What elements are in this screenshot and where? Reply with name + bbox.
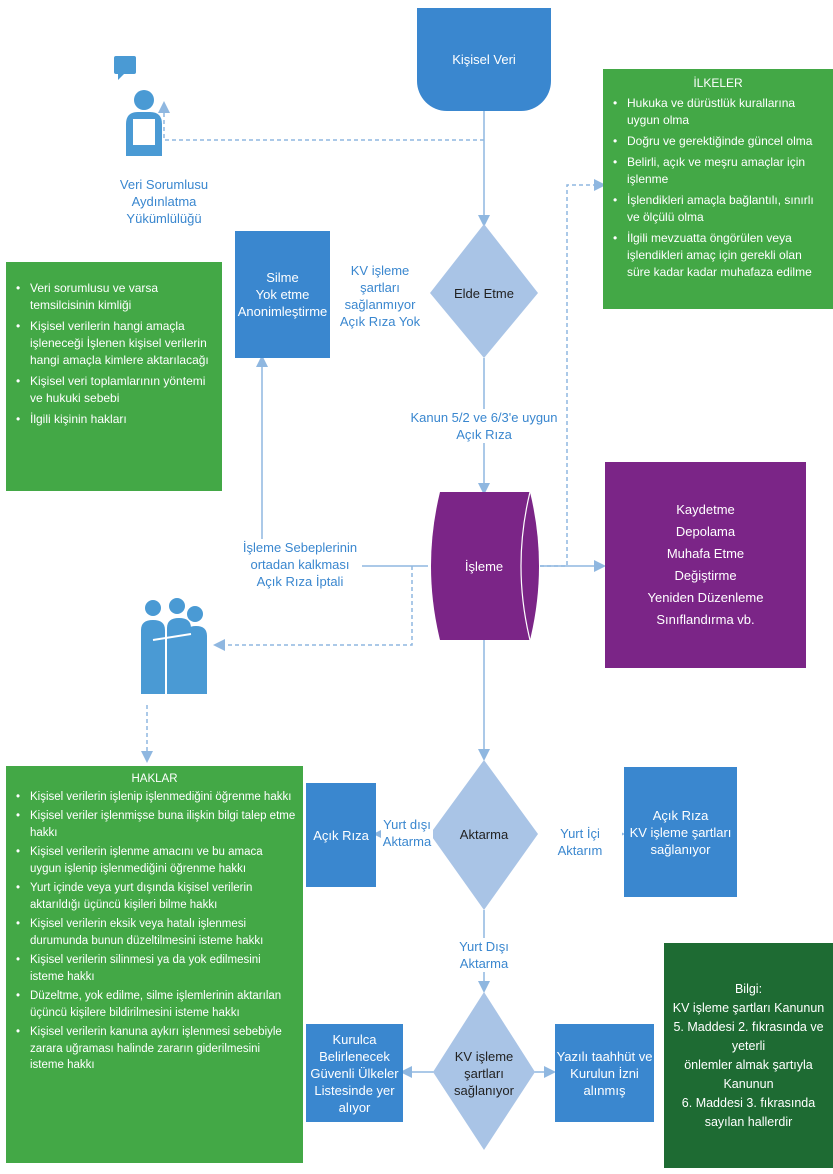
yurt-ici-label: Yurt İçi Aktarım	[538, 825, 622, 859]
haklar-panel: HAKLAR Kişisel verilerin işlenip işlenme…	[6, 766, 303, 1163]
acik-riza-right-box[interactable]: Açık Rıza KV işleme şartları sağlanıyor	[624, 767, 737, 897]
bilgi-box: Bilgi: KV işleme şartları Kanunun 5. Mad…	[664, 943, 833, 1168]
elde-etme-diamond	[430, 224, 538, 358]
list-item: Kişisel verilerin işlenip işlenmediğini …	[12, 789, 297, 806]
list-item: Kişisel verilerin silinmesi ya da yok ed…	[12, 952, 297, 985]
list-item: Kişisel veriler işlenmişse buna ilişkin …	[12, 808, 297, 841]
silme-box[interactable]: Silme Yok etme Anonimleştirme	[235, 231, 330, 358]
yazili-taahhut-box[interactable]: Yazılı taahhüt ve Kurulun İzni alınmış	[555, 1024, 654, 1122]
kurulca-box[interactable]: Kurulca Belirlenecek Güvenli Ülkeler Lis…	[306, 1024, 403, 1122]
acik-riza-left-box[interactable]: Açık Rıza	[306, 783, 376, 887]
list-item: İlgili mevzuatta öngörülen veya işlendik…	[609, 230, 827, 281]
aktarma-diamond	[430, 760, 538, 910]
list-item: İlgili kişinin hakları	[12, 411, 214, 428]
kv-not-met-label: KV işleme şartları sağlanmıyor Açık Rıza…	[330, 262, 430, 330]
isleme-label[interactable]: İşleme	[464, 558, 504, 574]
aydinlatma-panel: Veri sorumlusu ve varsa temsilcisinin ki…	[6, 262, 222, 491]
person-presenter-icon	[108, 48, 172, 160]
veri-sorumlusu-label: Veri Sorumlusu Aydınlatma Yükümlülüğü	[119, 177, 209, 226]
kisisel-veri-node[interactable]: Kişisel Veri	[417, 8, 551, 111]
aktarma-label[interactable]: Aktarma	[459, 826, 509, 842]
haklar-title: HAKLAR	[131, 773, 178, 785]
list-item: Veri sorumlusu ve varsa temsilcisinin ki…	[12, 280, 214, 314]
people-group-icon	[133, 594, 211, 704]
list-item: Doğru ve gerektiğinde güncel olma	[609, 133, 827, 150]
list-item: İşlendikleri amaçla bağlantılı, sınırlı …	[609, 192, 827, 226]
list-item: Kişisel verilerin hangi amaçla işleneceğ…	[12, 318, 214, 369]
list-item: Kişisel veri toplamlarının yöntemi ve hu…	[12, 373, 214, 407]
kanun-label: Kanun 5/2 ve 6/3'e uygun Açık Rıza	[404, 409, 564, 443]
yurt-disi-aktarma-label: Yurt Dışı Aktarma	[434, 938, 534, 972]
list-item: Belirli, açık ve meşru amaçlar için işle…	[609, 154, 827, 188]
list-item: Düzeltme, yok edilme, silme işlemlerinin…	[12, 988, 297, 1021]
kv-sartlari-diamond	[433, 992, 535, 1150]
list-item: Kişisel verilerin işlenme amacını ve bu …	[12, 844, 297, 877]
yurt-disi-label: Yurt dışı Aktarma	[381, 816, 433, 850]
isleme-cylinder	[431, 491, 539, 641]
isleme-types-box: Kaydetme Depolama Muhafa Etme Değiştirme…	[605, 462, 806, 668]
ilkeler-title: İLKELER	[693, 76, 743, 90]
list-item: Yurt içinde veya yurt dışında kişisel ve…	[12, 880, 297, 913]
isleme-sebep-label: İşleme Sebeplerinin ortadan kalkması Açı…	[238, 539, 362, 590]
kv-sartlari-label[interactable]: KV işleme şartları sağlanıyor	[454, 1048, 514, 1098]
ilkeler-panel: İLKELER Hukuka ve dürüstlük kurallarına …	[603, 69, 833, 309]
list-item: Kişisel verilerin kanuna aykırı işlenmes…	[12, 1024, 297, 1074]
list-item: Hukuka ve dürüstlük kurallarına uygun ol…	[609, 95, 827, 129]
list-item: Kişisel verilerin eksik veya hatalı işle…	[12, 916, 297, 949]
elde-etme-label[interactable]: Elde Etme	[454, 285, 514, 301]
